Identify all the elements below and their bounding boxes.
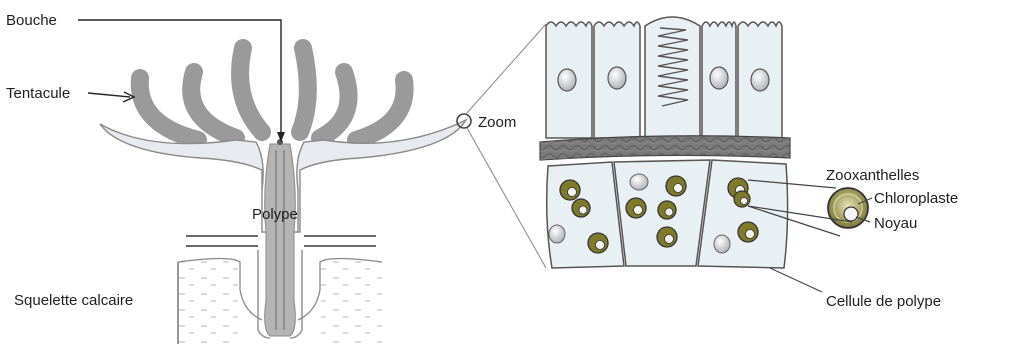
mouth-opening	[277, 139, 283, 145]
zooxanthella-enlarged	[828, 188, 868, 228]
zoom-connectors	[466, 24, 546, 268]
tentacles	[140, 48, 405, 140]
label-chloroplaste: Chloroplaste	[874, 190, 958, 207]
label-polype: Polype	[252, 206, 298, 223]
label-bouche: Bouche	[6, 12, 57, 29]
label-zoom: Zoom	[478, 114, 516, 131]
label-cellule-de-polype: Cellule de polype	[826, 293, 941, 310]
label-tentacule: Tentacule	[6, 85, 70, 102]
label-noyau: Noyau	[874, 215, 917, 232]
label-zooxanthelles: Zooxanthelles	[826, 167, 919, 184]
polyp-body	[100, 120, 466, 338]
label-squelette-calcaire: Squelette calcaire	[14, 292, 133, 309]
polyp-illustration	[100, 48, 471, 344]
epithelial-cells	[546, 17, 782, 138]
cell-zoom-view	[540, 17, 872, 292]
